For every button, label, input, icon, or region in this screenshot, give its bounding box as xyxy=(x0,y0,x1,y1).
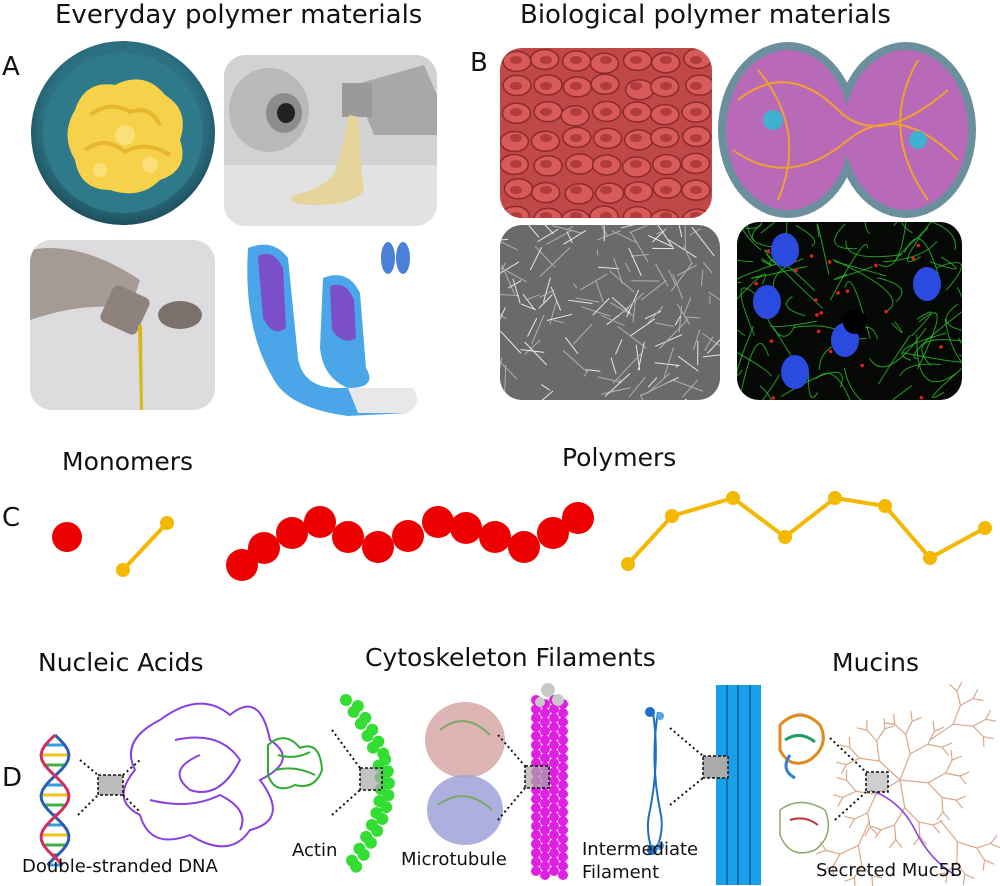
intermediate-label-line1: Intermediate xyxy=(582,839,699,860)
panel-b-letter: B xyxy=(470,48,488,78)
insoles-image xyxy=(228,238,423,418)
mucin-domain-structure-2 xyxy=(779,801,830,854)
intermediate-dimer-structure xyxy=(645,707,664,855)
intermediate-filament-bundle xyxy=(716,685,761,885)
dividing-cell-image xyxy=(718,40,976,220)
nucleic-acids-title: Nucleic Acids xyxy=(38,648,204,677)
mucins-title: Mucins xyxy=(832,648,919,677)
actin-label: Actin xyxy=(292,840,338,861)
fibrin-mesh-image xyxy=(500,225,720,400)
panel-d-letter: D xyxy=(2,763,23,793)
monomer-polymer-diagram xyxy=(52,491,992,581)
actin-monomer-structure xyxy=(267,737,324,790)
dna-label: Double-stranded DNA xyxy=(22,856,218,877)
polymer-examples-diagram xyxy=(39,681,1000,886)
panel-b-title: Biological polymer materials xyxy=(520,0,891,30)
panel-a-letter: A xyxy=(2,52,20,82)
mucin-domain-structure-1 xyxy=(778,713,825,780)
intermediate-label-line2: Filament xyxy=(582,862,660,883)
panel-a-title: Everyday polymer materials xyxy=(55,0,423,30)
scrambled-eggs-image xyxy=(30,40,216,226)
oil-bottle-image xyxy=(30,240,215,410)
actin-filament xyxy=(340,694,395,873)
muc-label: Secreted Muc5B xyxy=(816,860,963,881)
tubulin-dimer-structure xyxy=(425,702,505,845)
gold-monomer xyxy=(116,516,174,577)
glue-tube-image xyxy=(224,55,437,226)
red-monomer xyxy=(52,522,82,552)
cytoskeleton-fluorescence-image xyxy=(737,222,962,400)
gold-stick-polymer xyxy=(621,491,992,571)
polymers-label: Polymers xyxy=(562,443,677,472)
mucin-polymer-network xyxy=(816,681,1000,886)
cytoskeleton-title: Cytoskeleton Filaments xyxy=(365,643,656,672)
dna-coil xyxy=(122,702,284,848)
red-blood-cells-image xyxy=(500,48,712,218)
monomers-label: Monomers xyxy=(62,447,194,476)
microtubule-label: Microtubule xyxy=(401,849,507,870)
red-bead-polymer xyxy=(226,502,594,581)
panel-c-letter: C xyxy=(2,503,21,533)
dna-helix-icon xyxy=(39,733,71,867)
